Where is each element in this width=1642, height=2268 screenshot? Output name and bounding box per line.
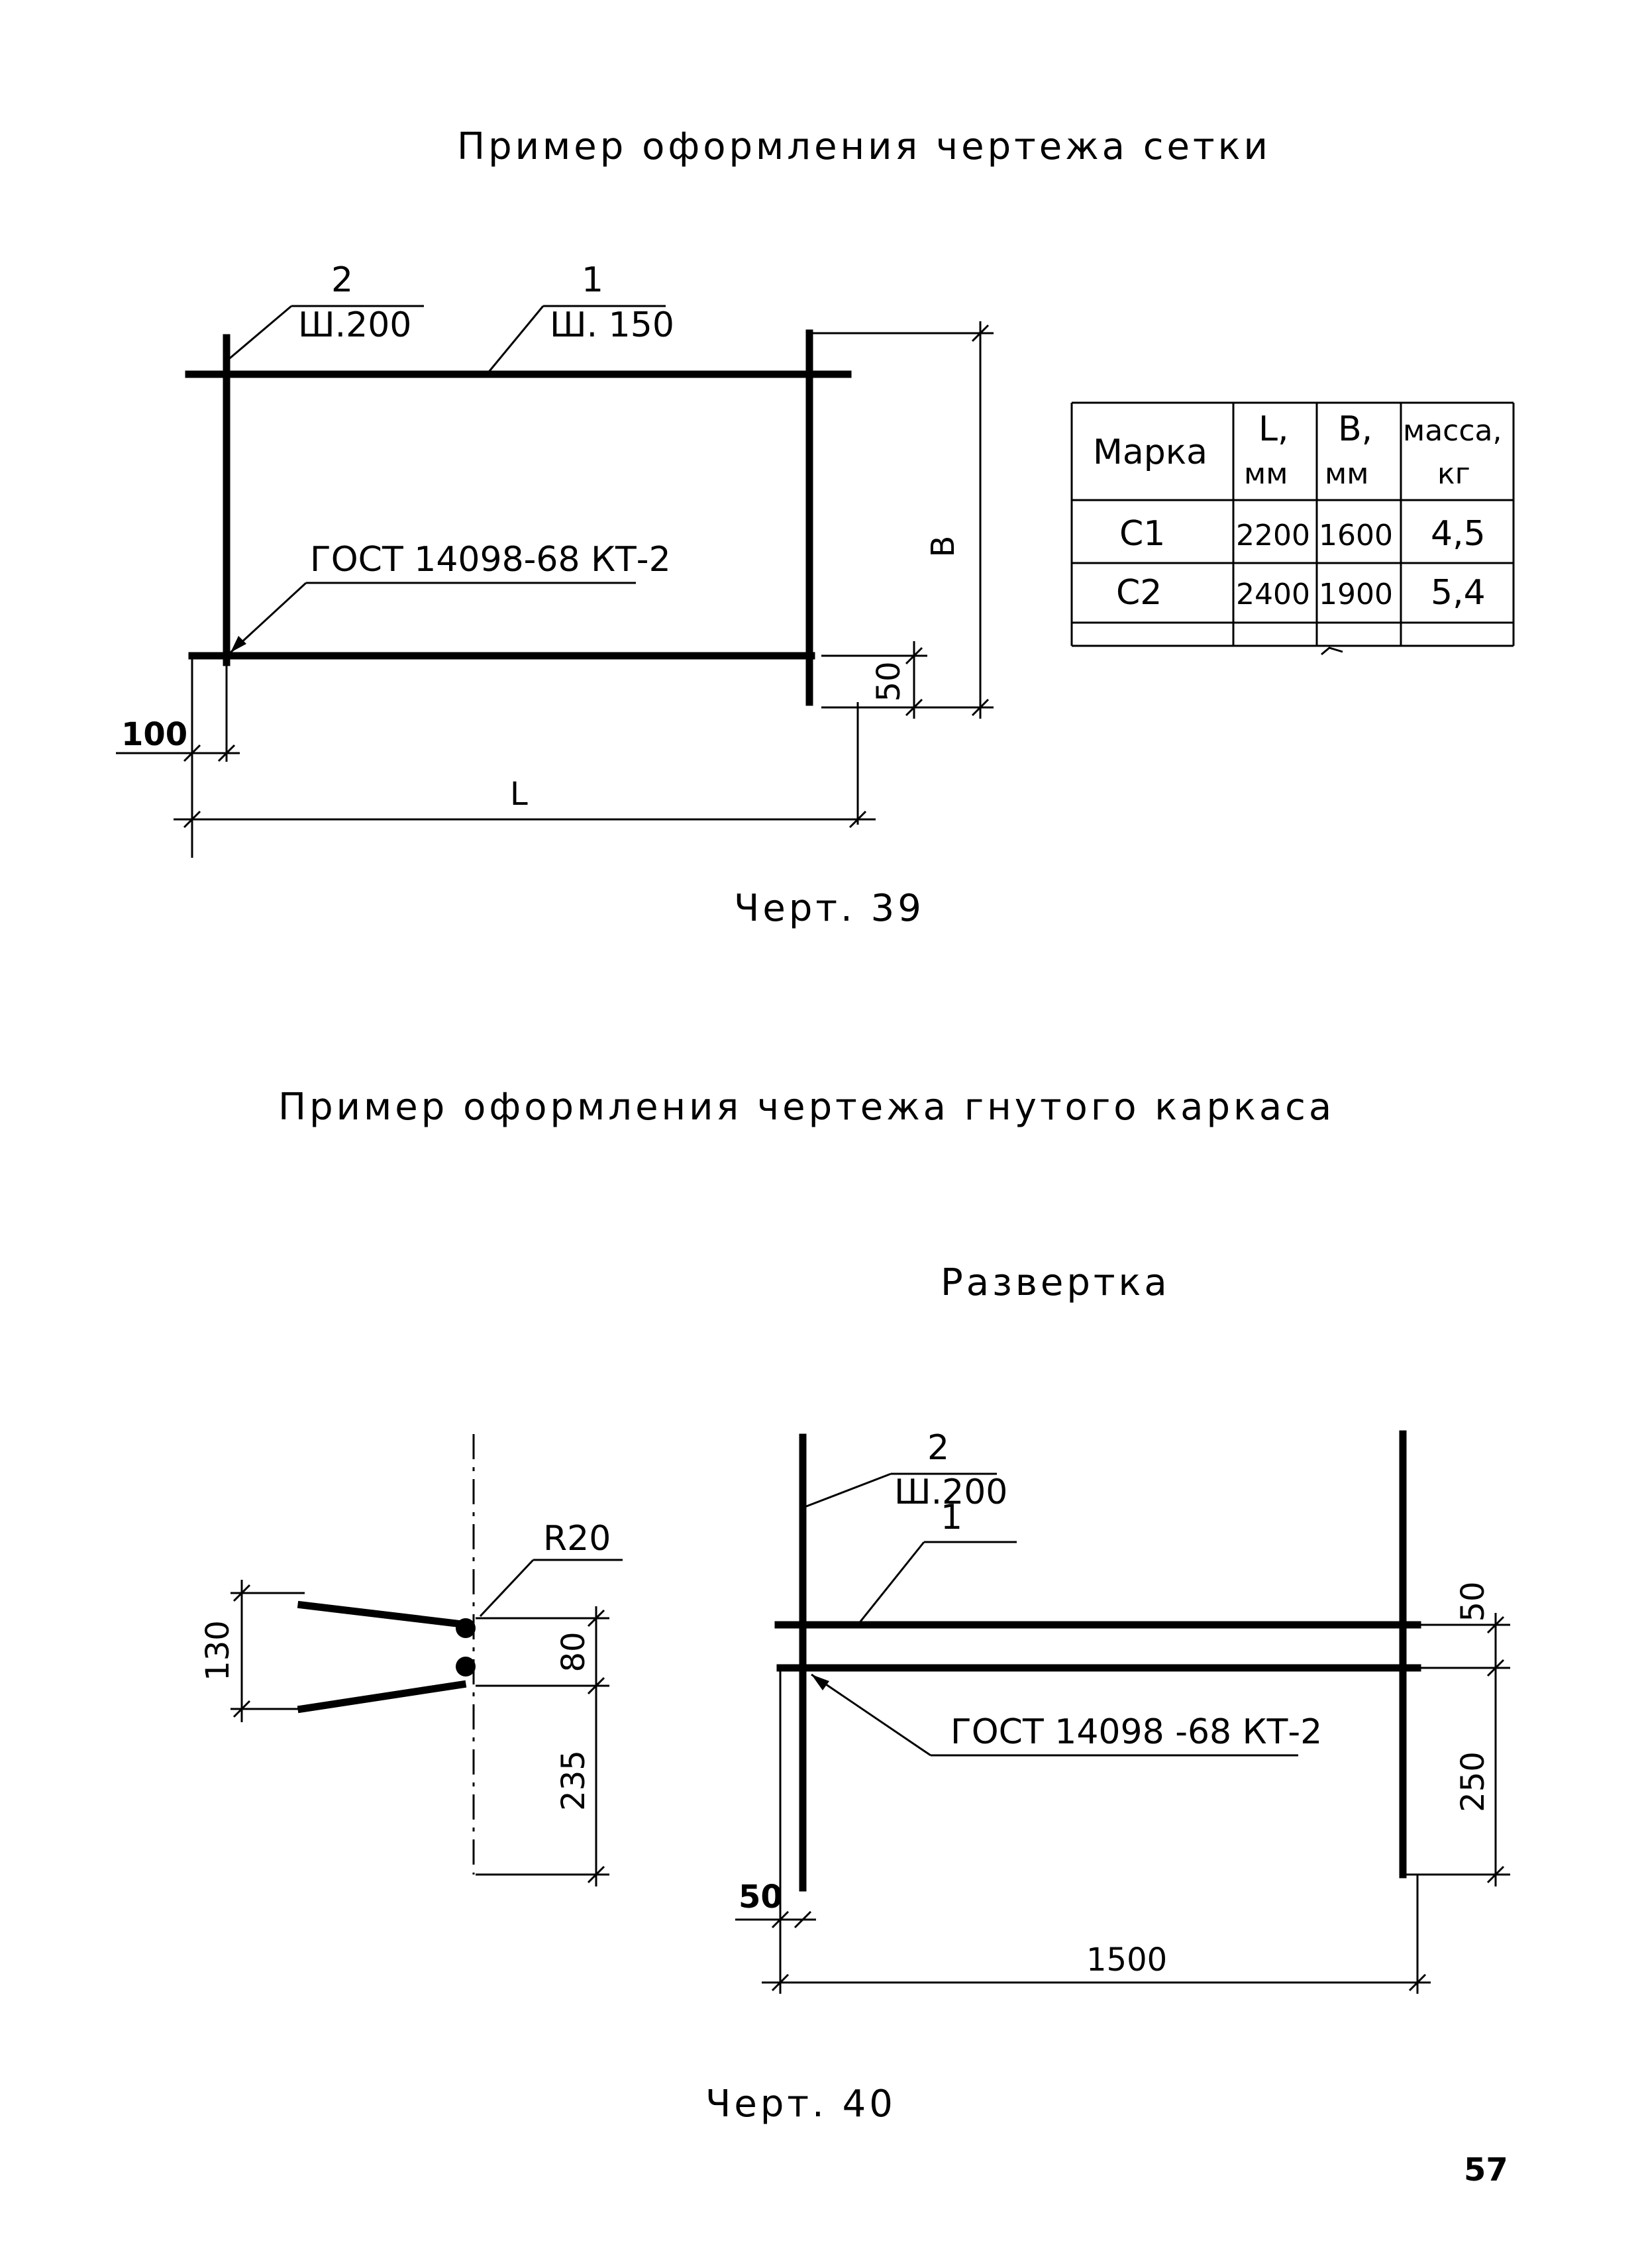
leader-pos-1 [856, 1541, 925, 1625]
table-header-marka: Марка [1093, 433, 1207, 472]
pos-2-spec: Ш.200 [298, 305, 411, 345]
mesh-table: Марка L, мм B, мм масса, кг С1 2200 1600… [1070, 401, 1515, 656]
leader-pos-1 [486, 305, 544, 375]
dim-80-value: 80 [555, 1631, 592, 1672]
dim-50-left-tick-2 [794, 1910, 812, 1929]
table-cell-l: 2400 [1236, 578, 1310, 611]
drawing-39: 2 Ш.200 1 Ш. 150 ГОСТ 14098-68 КТ-2 B 50… [116, 260, 994, 930]
table-cell-marka: С1 [1119, 514, 1165, 554]
pos-2-number: 2 [927, 1428, 949, 1468]
pos-2-spec: Ш.200 [894, 1472, 1007, 1512]
dim-50-tick-top [905, 646, 923, 665]
dim-50-tick-bottom [1486, 1659, 1505, 1677]
weld-note: ГОСТ 14098 -68 КТ-2 [950, 1712, 1322, 1752]
leader-pos-2 [804, 1472, 892, 1508]
table-header-b: B, [1338, 409, 1372, 449]
dim-235-value: 235 [555, 1750, 592, 1811]
bar-section-lower [456, 1657, 476, 1676]
weld-note: ГОСТ 14098-68 КТ-2 [310, 540, 671, 580]
dim-1500-tick-left [771, 1973, 790, 1992]
dim-130-tick-top [232, 1584, 251, 1602]
dim-1500-value: 1500 [1086, 1941, 1167, 1979]
dim-250-tick-bottom [1486, 1865, 1505, 1884]
bar-upper [297, 1600, 467, 1629]
dim-80-tick-top [587, 1609, 605, 1627]
dim-l-value: L [510, 776, 528, 813]
dim-100-tick-left [183, 744, 201, 762]
table-header-massa-unit: кг [1437, 457, 1470, 491]
dim-l-tick-left [183, 810, 201, 829]
dim-b-tick-top [971, 324, 990, 342]
table-cell-b: 1600 [1319, 519, 1393, 552]
table-cell-marka: С2 [1116, 573, 1162, 613]
razvertka-label: Развертка [941, 1261, 1170, 1304]
dim-50-left-tick-1 [771, 1910, 790, 1929]
bar-section-upper [456, 1618, 476, 1638]
dim-b-value: B [925, 536, 962, 558]
bar-lower [297, 1680, 467, 1714]
table-cell-l: 2200 [1236, 519, 1310, 552]
page-number: 57 [1464, 2151, 1508, 2189]
pos-2-number: 2 [331, 260, 353, 300]
dim-50-tick-top [1486, 1616, 1505, 1634]
dim-1500-tick-right [1408, 1973, 1427, 1992]
dim-50-top-value: 50 [1455, 1581, 1492, 1622]
caption-39: Черт. 39 [734, 887, 925, 930]
drawing-40-development: 2 Ш.200 1 ГОСТ 14098 -68 КТ-2 50 250 50 … [735, 1428, 1510, 1994]
table-cell-massa: 4,5 [1431, 514, 1486, 554]
weld-arrow [811, 1675, 829, 1690]
dim-50-left-value: 50 [739, 1879, 783, 1916]
dim-50-value: 50 [870, 661, 907, 701]
title-bent-frame-drawing: Пример оформления чертежа гнутого каркас… [278, 1086, 1335, 1129]
table-cell-b: 1900 [1319, 578, 1393, 611]
title-mesh-drawing: Пример оформления чертежа сетки [457, 125, 1271, 168]
pos-1-number: 1 [582, 260, 603, 300]
pos-1-number: 1 [941, 1498, 962, 1537]
dim-130-tick-bottom [232, 1700, 251, 1718]
weld-arrow [231, 636, 246, 652]
dim-b-tick-bottom [971, 698, 990, 717]
dim-250-value: 250 [1455, 1751, 1492, 1812]
dim-100-value: 100 [121, 716, 187, 753]
dim-100-tick-right [217, 744, 236, 762]
dim-130-value: 130 [199, 1620, 236, 1681]
table-header-l-unit: мм [1244, 457, 1288, 491]
leader-weld [811, 1673, 931, 1757]
leader-pos-2 [226, 305, 292, 362]
dim-235-tick-bottom [587, 1865, 605, 1884]
table-break-mark [1321, 646, 1343, 656]
drawing-40-profile: R20 130 80 235 [199, 1434, 623, 1886]
table-header-b-unit: мм [1325, 457, 1368, 491]
table-header-massa: масса, [1403, 414, 1502, 448]
radius-label: R20 [543, 1519, 611, 1559]
caption-40: Черт. 40 [705, 2083, 896, 2126]
dim-l-tick-right [848, 810, 867, 829]
pos-1-spec: Ш. 150 [550, 305, 674, 345]
table-cell-massa: 5,4 [1431, 573, 1486, 613]
leader-r20 [479, 1559, 535, 1618]
dim-50-tick-bottom [905, 698, 923, 717]
dim-80-tick-bottom [587, 1676, 605, 1695]
table-header-l: L, [1258, 409, 1289, 449]
